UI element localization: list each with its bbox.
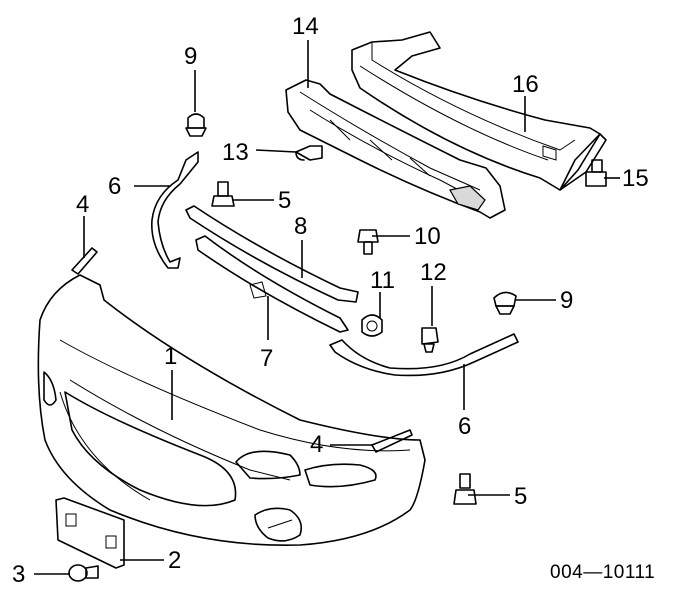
push-pin-upper	[185, 113, 207, 137]
bumper-fascia	[37, 274, 426, 547]
bolt-upper	[211, 181, 235, 207]
callout-5-lower: 5	[514, 483, 527, 510]
callout-8: 8	[294, 213, 307, 240]
side-bracket-left	[151, 151, 199, 269]
grommet	[361, 314, 383, 337]
energy-absorber	[285, 79, 506, 219]
callout-14: 14	[292, 13, 319, 40]
nut-bolt	[357, 229, 379, 255]
callout-13: 13	[222, 139, 249, 166]
callout-16: 16	[512, 71, 539, 98]
molding-strip-lower	[371, 429, 413, 453]
license-bracket	[55, 497, 125, 569]
callout-1: 1	[164, 343, 177, 370]
reference-code: 004—10111	[550, 562, 655, 583]
push-pin-right	[493, 291, 517, 315]
callout-11: 11	[370, 267, 395, 294]
callout-6-right: 6	[458, 413, 471, 440]
leader-lines	[34, 40, 620, 575]
bolt-lower	[453, 473, 477, 505]
grille-retainer	[195, 235, 349, 333]
nut-right	[585, 159, 607, 187]
callout-6-left: 6	[108, 173, 121, 200]
screw	[68, 564, 99, 582]
pin-clip	[295, 145, 323, 161]
callout-3: 3	[12, 561, 25, 588]
side-bracket-right	[329, 333, 519, 377]
callout-15: 15	[622, 165, 649, 192]
molding-strip-upper	[71, 247, 98, 275]
callout-4-upper: 4	[76, 191, 89, 218]
callout-5-upper: 5	[278, 187, 291, 214]
callout-7: 7	[260, 345, 273, 372]
upper-grille-trim	[185, 205, 359, 303]
callout-4-lower: 4	[310, 431, 323, 458]
callout-10: 10	[414, 223, 441, 250]
callout-12: 12	[420, 259, 447, 286]
reinforcement-beam	[351, 31, 607, 191]
callout-9-upper: 9	[184, 43, 197, 70]
callout-9-right: 9	[560, 287, 573, 314]
rivet	[421, 327, 439, 353]
callout-2: 2	[168, 547, 181, 574]
